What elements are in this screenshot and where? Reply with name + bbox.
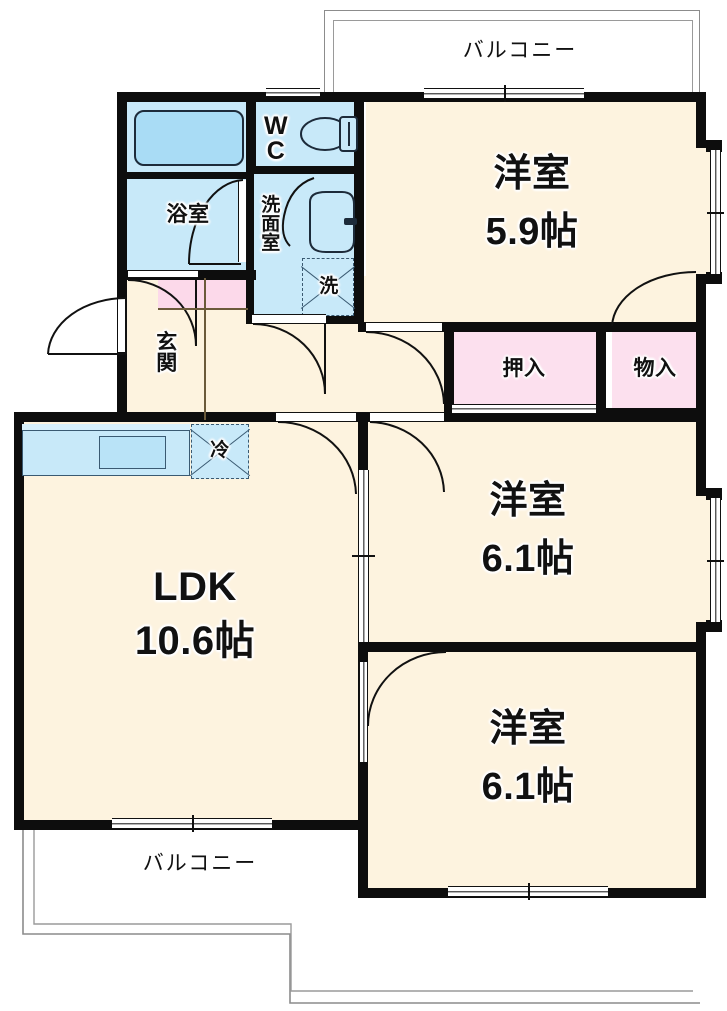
wall-bay-top-cap-upper bbox=[706, 140, 722, 152]
door-opening-washitsu-top[interactable] bbox=[366, 322, 442, 332]
wall-wet-top bbox=[117, 92, 364, 102]
shoe-closet-edge bbox=[158, 308, 248, 310]
door-opening-ldk-to-washitsu-bot[interactable] bbox=[359, 662, 368, 762]
wall-center-vertical-upper bbox=[358, 412, 368, 472]
wall-entrance-door-frame-top bbox=[117, 270, 127, 298]
wall-washitsu-bot-left bbox=[358, 642, 368, 896]
kitchen-counter-edge bbox=[22, 424, 190, 431]
door-opening-washitsu-mid[interactable] bbox=[370, 412, 444, 422]
wall-bay-top-cap-lower bbox=[706, 272, 722, 284]
balcony-bottom-outline bbox=[22, 812, 700, 1004]
wall-entrance-door-frame-bottom bbox=[117, 352, 127, 422]
ldk-window bbox=[112, 815, 272, 832]
washitsu-bot-window bbox=[448, 883, 608, 900]
washitsu-bot-door-swing bbox=[367, 651, 448, 728]
wall-washitsu-top-right-upper bbox=[696, 92, 706, 148]
washbasin-fixture bbox=[300, 188, 358, 260]
balcony-bottom-inner-outline bbox=[33, 812, 693, 992]
refrigerator-space bbox=[191, 424, 249, 479]
wall-washroom-right bbox=[354, 92, 364, 322]
washitsu-mid-floor bbox=[360, 420, 698, 652]
washitsu-bot-floor bbox=[360, 652, 698, 896]
entrance-door-opening[interactable] bbox=[118, 298, 127, 352]
wall-bay-mid-cap-lower bbox=[706, 620, 722, 632]
entrance-door-swing bbox=[46, 296, 128, 356]
wall-closet-right bbox=[696, 322, 706, 418]
ldk-door-swing bbox=[277, 421, 357, 496]
wall-washitsu-bot-right bbox=[696, 642, 706, 896]
wall-bay-mid-cap-upper bbox=[706, 488, 722, 500]
washitsu-top-bay-window bbox=[707, 150, 724, 274]
bath-corridor-door-swing bbox=[127, 279, 198, 348]
shoe-closet-floor bbox=[158, 278, 248, 310]
oshiire-sliding-doors[interactable] bbox=[452, 404, 596, 414]
washitsu-mid-bay-window bbox=[707, 498, 724, 622]
sliding-door-ldk-mid-tick bbox=[352, 555, 375, 557]
washitsu-top-door-swing bbox=[611, 271, 697, 328]
wall-washroom-left bbox=[246, 166, 254, 322]
wall-wet-left bbox=[117, 92, 127, 282]
toilet-fixture bbox=[300, 112, 358, 156]
bath-door-swing bbox=[185, 178, 245, 266]
door-opening-washroom[interactable] bbox=[252, 314, 326, 324]
wall-tub-bath-divider bbox=[127, 172, 247, 179]
oshiire-floor bbox=[452, 330, 596, 410]
wall-washitsu-mid-right-lower bbox=[696, 622, 706, 652]
washitsu-top-window bbox=[424, 85, 584, 102]
ldk-floor bbox=[22, 420, 360, 828]
wall-hall-right bbox=[444, 322, 454, 418]
wall-washitsu-mid-right-upper bbox=[696, 412, 706, 496]
door-opening-bath-side[interactable] bbox=[238, 180, 247, 262]
wall-washitsu-mid-top bbox=[358, 412, 706, 422]
entrance-step-line bbox=[204, 278, 206, 420]
kitchen-sink bbox=[99, 436, 166, 469]
wall-washitsu-mid-bottom bbox=[358, 642, 706, 652]
door-opening-bath[interactable] bbox=[128, 270, 198, 278]
corridor-door-swing bbox=[365, 331, 445, 406]
wall-closet-divider bbox=[596, 322, 606, 418]
wall-bath-wc-divider bbox=[246, 92, 256, 174]
wall-wc-washroom-divider bbox=[246, 166, 364, 174]
washroom-door-swing bbox=[252, 323, 327, 396]
washer-space bbox=[302, 258, 354, 316]
washbasin-trap bbox=[276, 176, 318, 248]
door-opening-corridor-to-ldk[interactable] bbox=[276, 412, 356, 422]
wall-ldk-top bbox=[14, 412, 368, 422]
washitsu-mid-door-swing bbox=[369, 421, 446, 494]
mono-floor bbox=[612, 330, 698, 410]
bathtub bbox=[134, 110, 244, 166]
wall-washitsu-top-right-lower bbox=[696, 274, 706, 330]
wall-ldk-left bbox=[14, 412, 24, 830]
wc-window bbox=[266, 88, 320, 97]
wall-closet-row-top bbox=[444, 322, 706, 332]
